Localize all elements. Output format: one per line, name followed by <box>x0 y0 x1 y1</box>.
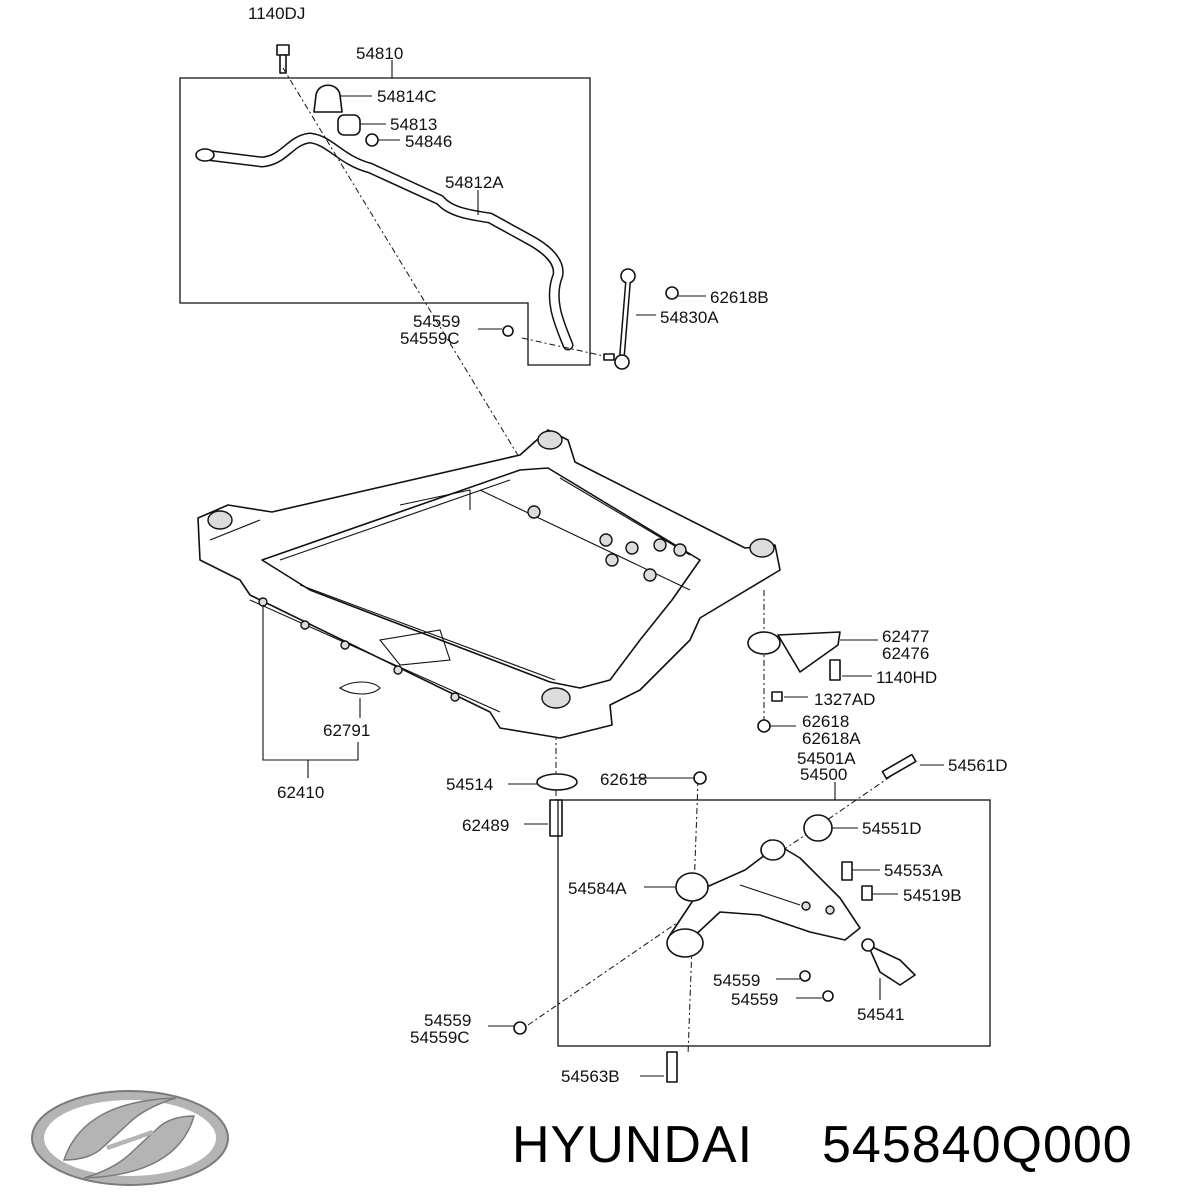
label-62618: 62618 <box>802 712 849 731</box>
leader-lines <box>340 95 944 1077</box>
label-54810: 54810 <box>356 44 403 63</box>
bolt-1140hd <box>829 659 841 681</box>
bracket-54814c <box>313 84 343 113</box>
label-54563b: 54563B <box>561 1067 620 1086</box>
nut-54559-c <box>513 1021 527 1035</box>
label-62476: 62476 <box>882 644 929 663</box>
lower-arm-54500 <box>669 839 861 941</box>
label-54813: 54813 <box>390 115 437 134</box>
label-62618-2: 62618 <box>600 770 647 789</box>
subframe-62410 <box>197 429 781 739</box>
label-62618a: 62618A <box>802 729 861 748</box>
bushing-54551d <box>803 814 833 842</box>
brand-name: HYUNDAI <box>512 1116 753 1174</box>
label-54559-b: 54559 <box>731 990 778 1009</box>
label-54514: 54514 <box>446 775 493 794</box>
label-1140hd: 1140HD <box>876 668 937 687</box>
label-62489: 62489 <box>462 816 509 835</box>
nut-62618-2 <box>693 771 707 785</box>
label-54584a: 54584A <box>568 879 627 898</box>
label-54500: 54500 <box>800 765 847 784</box>
label-62410: 62410 <box>277 783 324 802</box>
nut-62618b <box>665 286 679 300</box>
label-54830a: 54830A <box>660 308 719 327</box>
label-54559: 54559 <box>413 312 460 331</box>
label-54551d: 54551D <box>862 819 922 838</box>
label-1327ad: 1327AD <box>814 690 875 709</box>
part-number: 545840Q000 <box>822 1116 1133 1174</box>
lower-arm-group-box <box>557 799 991 1047</box>
nut-54846 <box>365 133 379 147</box>
nut-54559 <box>502 325 514 337</box>
bolt-54563b <box>666 1051 678 1083</box>
hyundai-logo-icon <box>31 1090 229 1186</box>
label-54846: 54846 <box>405 132 452 151</box>
label-62791: 62791 <box>323 721 370 740</box>
mount-bracket-62477 <box>747 631 841 673</box>
stabilizer-group-box <box>179 77 591 366</box>
label-54501a: 54501A <box>797 749 856 768</box>
bushing-lower <box>666 928 704 958</box>
label-1140dj: 1140DJ <box>248 4 305 23</box>
label-54559-a: 54559 <box>713 971 760 990</box>
bolt-54553a <box>841 861 853 881</box>
nut-54559-b <box>822 990 834 1002</box>
label-54561d: 54561D <box>948 756 1008 775</box>
bushing-54584a <box>675 872 709 902</box>
bolt-54561d <box>881 753 917 780</box>
bolt-54519b <box>861 885 873 901</box>
label-54812a: 54812A <box>445 173 504 192</box>
bolt-62489 <box>549 799 563 837</box>
bolt-1140dj <box>276 44 290 74</box>
label-54559c-2: 54559C <box>410 1028 470 1047</box>
label-62618b: 62618B <box>710 288 769 307</box>
stabilizer-bar <box>199 132 574 351</box>
ball-joint-54541 <box>867 944 916 986</box>
label-54814c: 54814C <box>377 87 437 106</box>
label-62477: 62477 <box>882 627 929 646</box>
washer-54514 <box>536 773 578 791</box>
label-54519b: 54519B <box>903 886 962 905</box>
clip-62791 <box>339 681 381 695</box>
label-54559-c: 54559 <box>424 1011 471 1030</box>
bushing-54813 <box>337 114 361 136</box>
nut-54559-a <box>799 970 811 982</box>
clip-1327ad <box>771 691 783 702</box>
nut-62618 <box>757 719 771 733</box>
label-54541: 54541 <box>857 1005 904 1024</box>
label-54553a: 54553A <box>884 861 943 880</box>
label-54559c: 54559C <box>400 329 460 348</box>
stabilizer-link-54830a <box>603 268 636 370</box>
part-labels: 1140DJ 54810 54814C 54813 54846 54812A 6… <box>248 4 1008 1086</box>
